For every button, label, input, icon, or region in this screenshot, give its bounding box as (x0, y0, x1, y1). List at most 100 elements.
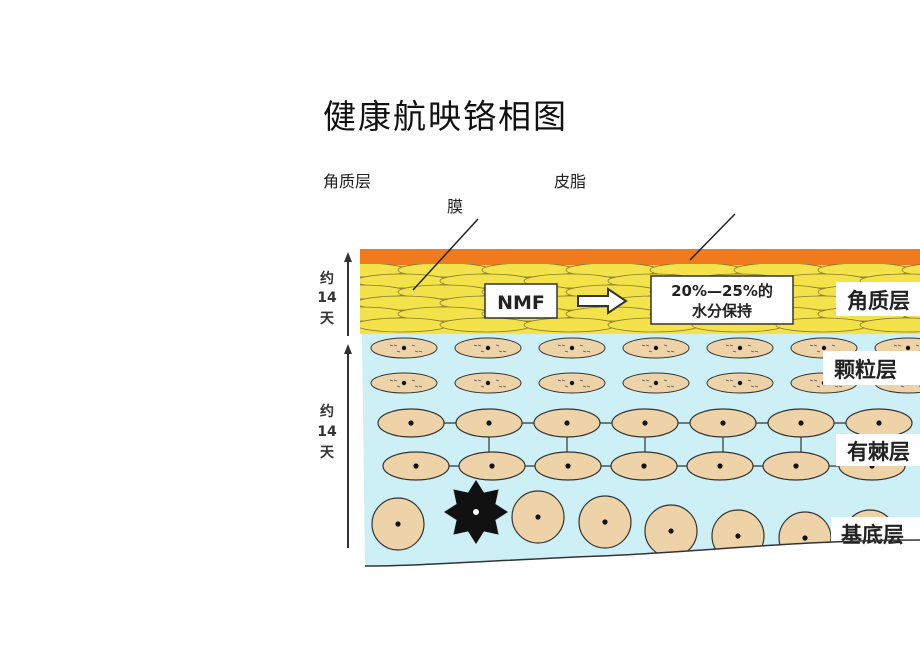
cell-nucleus (485, 345, 491, 351)
granule (418, 385, 423, 388)
layer-name-box-basal (831, 517, 920, 551)
granule (480, 385, 485, 388)
scale-lower-line3: 天 (320, 445, 335, 461)
cell-nucleus (653, 380, 659, 386)
granule (495, 379, 500, 382)
granule (579, 379, 584, 382)
granule (648, 385, 653, 388)
right-arrow-icon (577, 287, 628, 315)
granule (725, 344, 730, 347)
granule (729, 344, 734, 347)
cell-nucleus (395, 521, 401, 527)
sebum-film-band (360, 249, 920, 265)
cell-nucleus (905, 345, 911, 351)
sebum-film-caption-continued: 膜 (447, 197, 464, 216)
granule (729, 379, 734, 382)
granule (473, 344, 478, 347)
granule (645, 344, 650, 347)
cell-nucleus (535, 514, 541, 520)
cell-nucleus (569, 380, 575, 386)
granule (502, 385, 507, 388)
granule (663, 379, 668, 382)
cell-nucleus (401, 380, 407, 386)
granule (754, 350, 759, 353)
granule (389, 344, 394, 347)
cell-nucleus (602, 519, 608, 525)
granule (732, 350, 737, 353)
water-retention-box (650, 275, 794, 325)
granule (393, 344, 398, 347)
cell-nucleus (737, 345, 743, 351)
layer-name-box-granular (823, 351, 920, 385)
nmf-box (484, 283, 558, 319)
granule (834, 385, 839, 388)
granule (670, 350, 675, 353)
granule (809, 379, 814, 382)
granule (813, 379, 818, 382)
granule (561, 344, 566, 347)
granule (411, 344, 416, 347)
granule (641, 379, 646, 382)
left-time-scale (344, 252, 352, 548)
granule (813, 344, 818, 347)
cell-nucleus (821, 345, 827, 351)
granule (586, 350, 591, 353)
granule (393, 379, 398, 382)
granule (816, 385, 821, 388)
granule (396, 350, 401, 353)
granule (831, 344, 836, 347)
cell-nucleus (641, 463, 647, 469)
melanocyte-nucleus (473, 509, 479, 515)
cell-nucleus (565, 463, 571, 469)
granule (915, 344, 920, 347)
layer-name-corneum: 角质层 (847, 289, 910, 313)
cell-nucleus (569, 345, 575, 351)
granule (809, 344, 814, 347)
water-retention-line1: 20%—25%的 (671, 282, 773, 300)
scale-upper-line3: 天 (320, 311, 335, 327)
granule (477, 379, 482, 382)
cell-nucleus (668, 528, 674, 534)
granule (582, 350, 587, 353)
granule (897, 344, 902, 347)
cell-nucleus (408, 420, 414, 426)
granule (473, 379, 478, 382)
granule (564, 350, 569, 353)
cell-nucleus (876, 420, 882, 426)
cell-nucleus (720, 420, 726, 426)
granule (747, 344, 752, 347)
granule (900, 385, 905, 388)
granule (557, 344, 562, 347)
layer-name-spinous: 有棘层 (847, 440, 910, 464)
granule (477, 344, 482, 347)
granule (586, 385, 591, 388)
granule (838, 385, 843, 388)
scale-upper-line1: 约 (320, 270, 334, 287)
stratum-pointer-line (412, 218, 479, 291)
layer-name-basal: 基底层 (841, 523, 904, 547)
cell-nucleus (485, 380, 491, 386)
cell-nucleus (737, 380, 743, 386)
layer-name-box-spinous (836, 434, 920, 466)
layer-name-granular: 颗粒层 (834, 358, 897, 382)
granule (579, 344, 584, 347)
cell-nucleus (486, 420, 492, 426)
granule (641, 344, 646, 347)
granule (557, 379, 562, 382)
cell-nucleus (642, 420, 648, 426)
granule (747, 379, 752, 382)
granule (582, 385, 587, 388)
granule (816, 350, 821, 353)
sebum-pointer-line (689, 213, 736, 261)
granule (498, 385, 503, 388)
granule (893, 344, 898, 347)
granule (666, 350, 671, 353)
cell-nucleus (802, 535, 808, 541)
granule (725, 379, 730, 382)
granule (418, 350, 423, 353)
granule (396, 385, 401, 388)
granule (754, 385, 759, 388)
granule (414, 350, 419, 353)
corneocyte (901, 264, 920, 276)
cell-nucleus (564, 420, 570, 426)
